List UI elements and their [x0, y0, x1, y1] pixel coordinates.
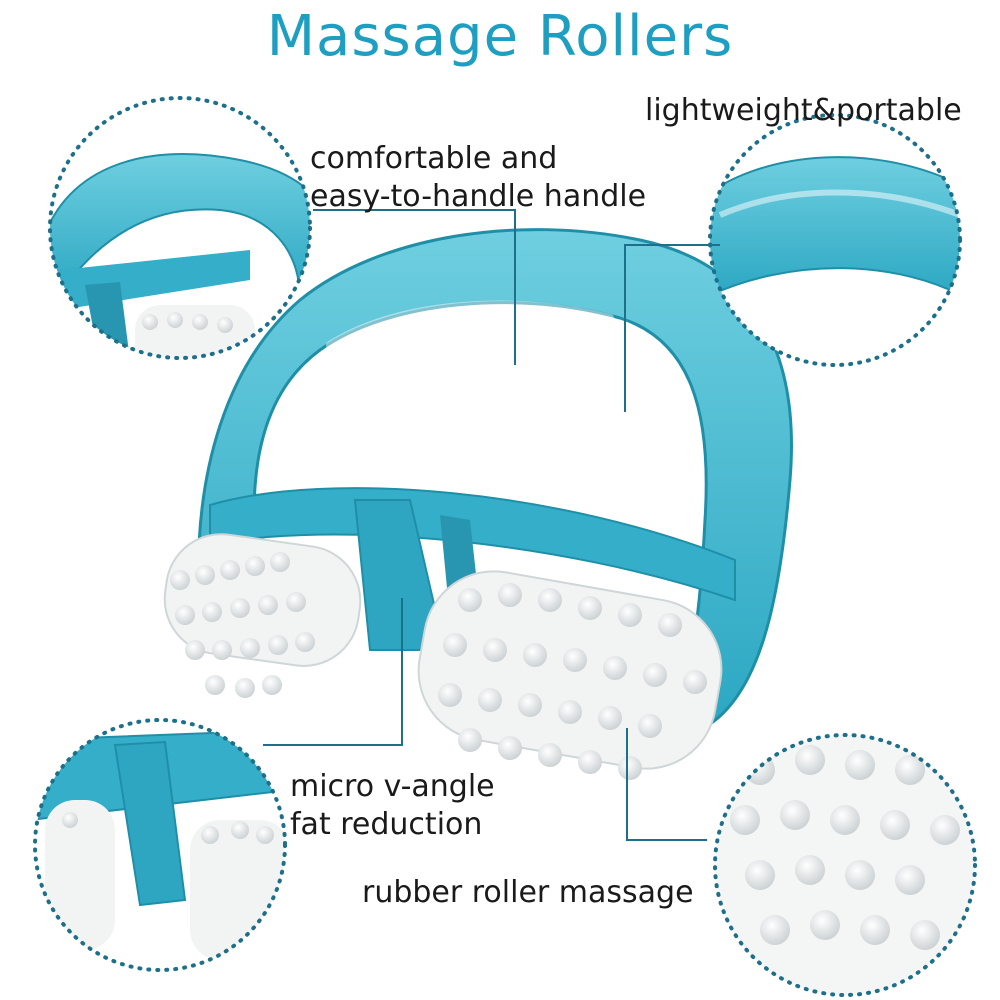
micro-label-line1: micro v-angle: [290, 769, 495, 804]
handle-callout-label: comfortable and easy-to-handle handle: [310, 140, 646, 216]
dotted-circle-1: [48, 96, 312, 360]
detail-circle-micro: [35, 720, 285, 970]
left-roller: [163, 533, 362, 698]
lightweight-callout-label: lightweight&portable: [645, 93, 962, 128]
dotted-circle-3: [33, 718, 287, 972]
callout-line-rubber: [626, 728, 707, 841]
detail-circle-rubber: [715, 735, 975, 995]
rubber-callout-label: rubber roller massage: [362, 875, 694, 910]
right-roller: [417, 570, 723, 780]
detail-circle-lightweight: [710, 115, 960, 365]
callout-lines: [263, 209, 720, 841]
handle-label-line2: easy-to-handle handle: [310, 179, 647, 214]
dotted-circle-2: [708, 113, 962, 367]
callout-line-micro: [263, 598, 403, 746]
micro-label-line2: fat reduction: [290, 807, 483, 842]
handle-label-line1: comfortable and: [310, 141, 558, 176]
micro-callout-label: micro v-angle fat reduction: [290, 768, 495, 844]
page-title: Massage Rollers: [266, 4, 734, 69]
callout-line-lightweight: [624, 244, 720, 412]
dotted-circle-4: [713, 733, 977, 997]
callout-line-handle: [313, 209, 516, 365]
